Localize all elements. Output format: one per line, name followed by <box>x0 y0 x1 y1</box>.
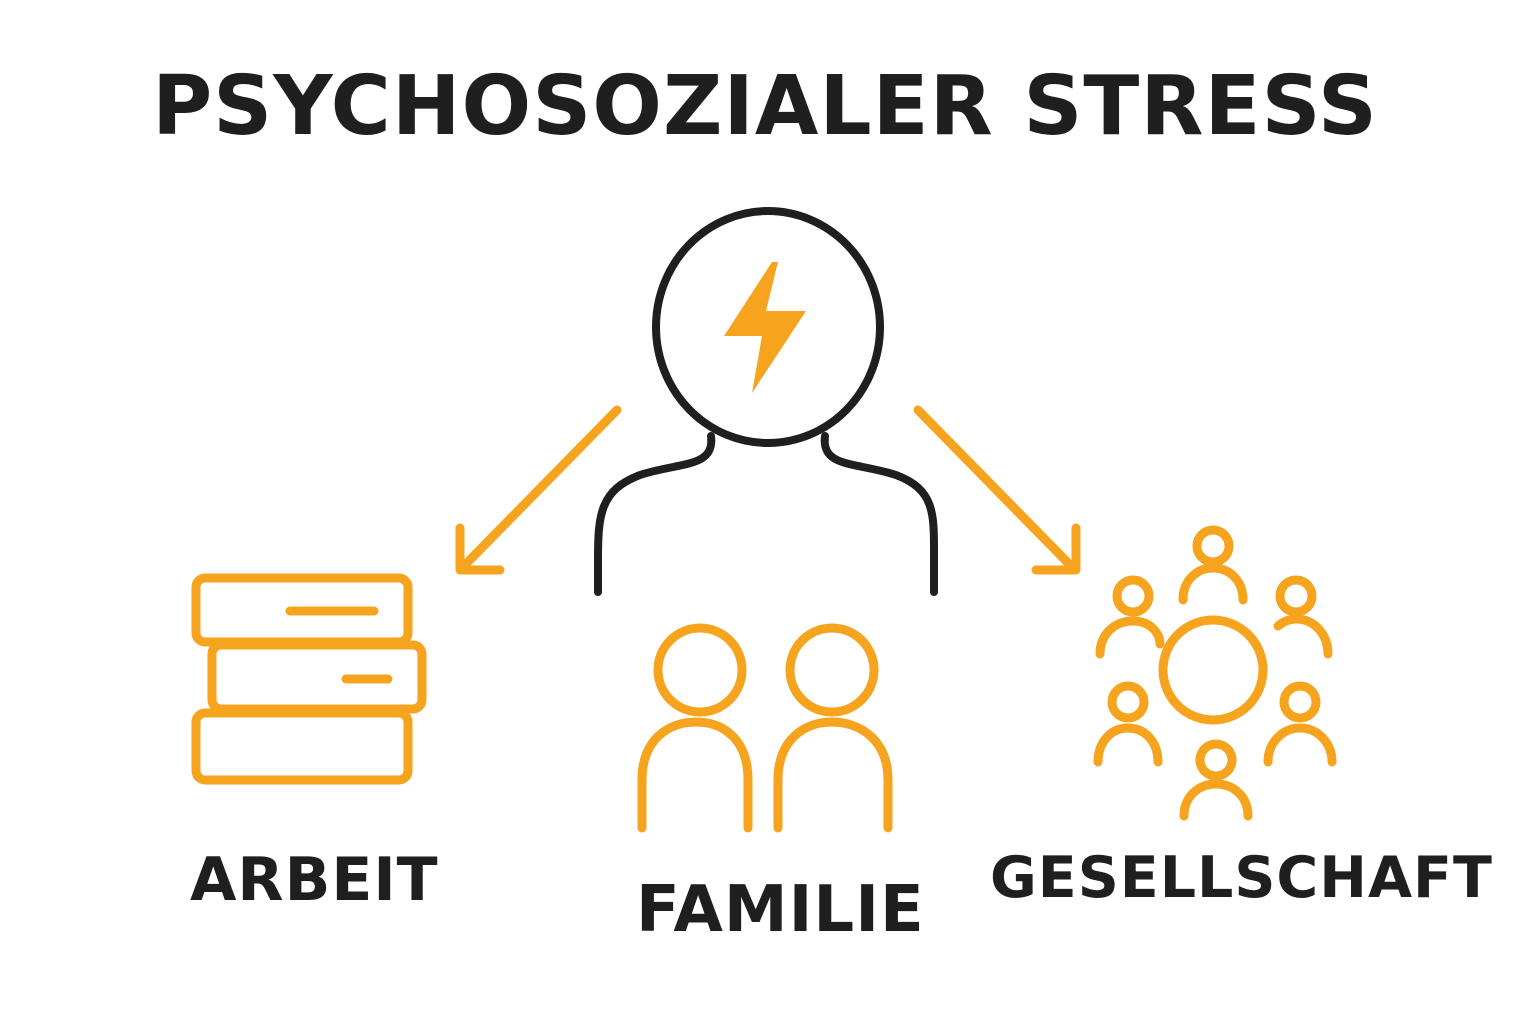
arrow-left <box>455 405 622 575</box>
member-bottom <box>1179 739 1253 821</box>
community-center <box>1158 615 1268 725</box>
arrow-right <box>913 405 1081 575</box>
label-arbeit: ARBEIT <box>190 845 439 915</box>
stressed-person-icon <box>594 207 939 596</box>
community-group-icon <box>1093 525 1337 821</box>
member-upper-left <box>1095 575 1165 659</box>
person-head <box>652 207 884 447</box>
label-familie: FAMILIE <box>636 873 925 947</box>
member-lower-left <box>1093 681 1163 767</box>
person-right-head <box>785 623 879 717</box>
member-lower-right <box>1263 681 1337 767</box>
document-stack-icon <box>191 573 427 785</box>
member-upper-right <box>1273 575 1333 659</box>
person-left-head <box>653 623 747 717</box>
person-left-body <box>637 717 753 833</box>
member-top <box>1178 525 1248 605</box>
person-right-body <box>773 717 893 833</box>
lightning-bolt-icon <box>724 262 806 393</box>
person-body <box>594 432 939 596</box>
page-title: PSYCHOSOZIALER STRESS <box>152 59 1378 154</box>
label-gesellschaft: GESELLSCHAFT <box>990 845 1493 911</box>
two-people-icon <box>637 623 893 833</box>
